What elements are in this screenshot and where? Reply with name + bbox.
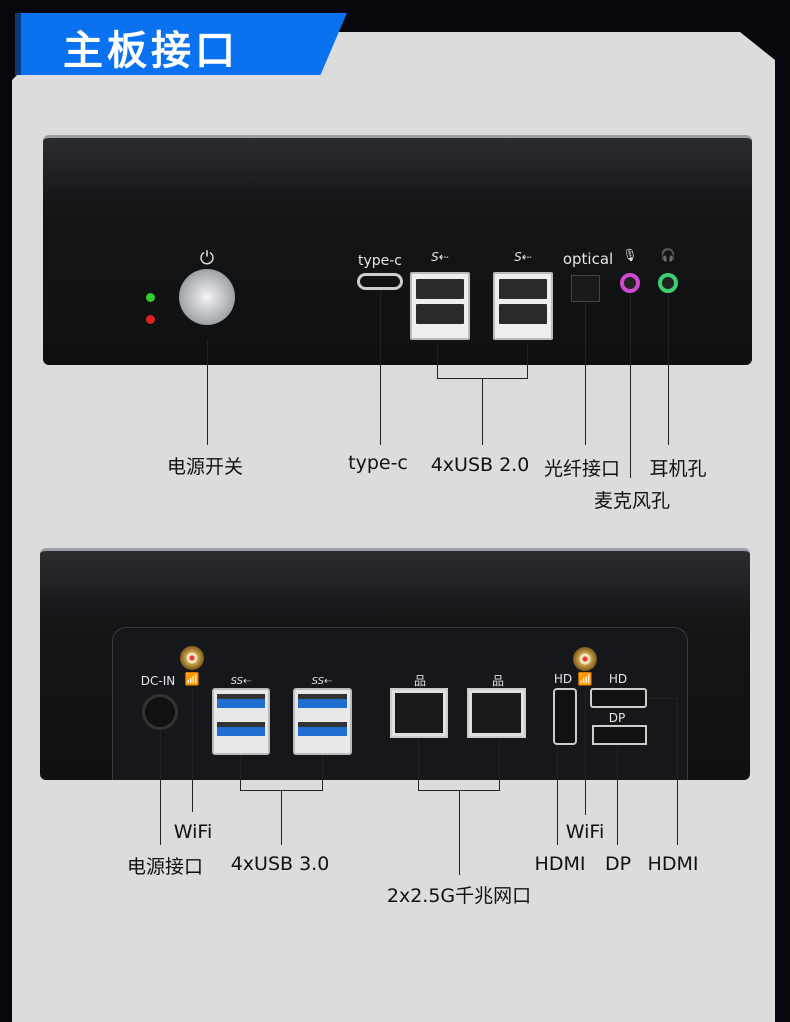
callout-line (585, 690, 586, 815)
wifi-icon: 📶 (577, 672, 593, 686)
dc-in-port (142, 694, 178, 730)
callout-typec: type-c (348, 452, 408, 474)
usb2-port-stack (493, 272, 553, 340)
power-icon: ⏻ (199, 248, 215, 269)
typec-port (357, 273, 403, 290)
callout-line (630, 293, 631, 478)
front-panel (43, 135, 752, 365)
callout-line (668, 293, 669, 445)
microphone-icon: 🎙 (622, 248, 638, 262)
network-icon: 品 (413, 674, 427, 688)
green-led (146, 293, 155, 302)
optical-port (571, 275, 600, 302)
lan-port (390, 688, 448, 738)
usb3-icon: SS⇠ (311, 676, 333, 687)
callout-line (240, 755, 241, 790)
headphone-jack (658, 273, 678, 293)
callout-line (585, 302, 586, 445)
callout-line (677, 698, 678, 845)
callout-line (499, 738, 500, 790)
callout-hdmi: HDMI (647, 853, 699, 875)
callout-lan: 2x2.5G千兆网口 (386, 885, 532, 907)
title-banner: 主板接口 (15, 13, 347, 75)
callout-line (418, 738, 419, 790)
callout-line (281, 790, 282, 845)
callout-line (192, 690, 193, 812)
lan-port (467, 688, 526, 738)
power-button[interactable] (179, 269, 235, 325)
callout-headphone: 耳机孔 (649, 458, 707, 480)
callout-line (557, 745, 558, 845)
network-icon: 品 (491, 674, 505, 688)
page-title: 主板接口 (63, 28, 239, 74)
callout-line (207, 340, 208, 445)
usb-icon: S⇠ (514, 250, 532, 264)
typec-port-label: type-c (357, 253, 403, 269)
usb-icon: S⇠ (431, 250, 449, 264)
callout-line (437, 345, 438, 378)
usb2-port-stack (410, 272, 470, 340)
callout-line (160, 730, 161, 845)
hdmi-port-vertical (553, 688, 577, 745)
usb3-icon: SS⇠ (230, 676, 252, 687)
callout-power-switch: 电源开关 (166, 456, 244, 478)
displayport (592, 725, 647, 745)
wifi-icon: 📶 (184, 672, 200, 686)
callout-dp: DP (604, 853, 632, 875)
callout-wifi: WiFi (173, 821, 213, 843)
wifi-antenna-connector (573, 647, 597, 671)
hdmi-label: HD (553, 672, 573, 686)
usb3-port-stack (293, 688, 352, 755)
callout-line (527, 345, 528, 378)
callout-optical: 光纤接口 (543, 458, 621, 480)
callout-line (459, 790, 460, 875)
callout-wifi: WiFi (565, 821, 605, 843)
red-led (146, 315, 155, 324)
hdmi-label: HD (608, 672, 628, 686)
callout-hdmi: HDMI (534, 853, 586, 875)
optical-port-label: optical (562, 250, 614, 268)
callout-line (617, 745, 618, 845)
callout-line (322, 755, 323, 790)
dcin-label: DC-IN (140, 674, 176, 688)
usb3-port-stack (212, 688, 270, 755)
callout-usb3: 4xUSB 3.0 (230, 853, 330, 875)
headphone-icon: 🎧 (660, 248, 676, 262)
callout-power-port: 电源接口 (126, 856, 204, 878)
callout-line (647, 698, 677, 699)
callout-mic: 麦克风孔 (593, 490, 671, 512)
dp-label: DP (608, 711, 626, 725)
wifi-antenna-connector (180, 646, 204, 670)
hdmi-port (590, 688, 647, 708)
callout-line (380, 290, 381, 445)
callout-usb2: 4xUSB 2.0 (430, 454, 530, 476)
callout-line (482, 378, 483, 445)
mic-jack (620, 273, 640, 293)
